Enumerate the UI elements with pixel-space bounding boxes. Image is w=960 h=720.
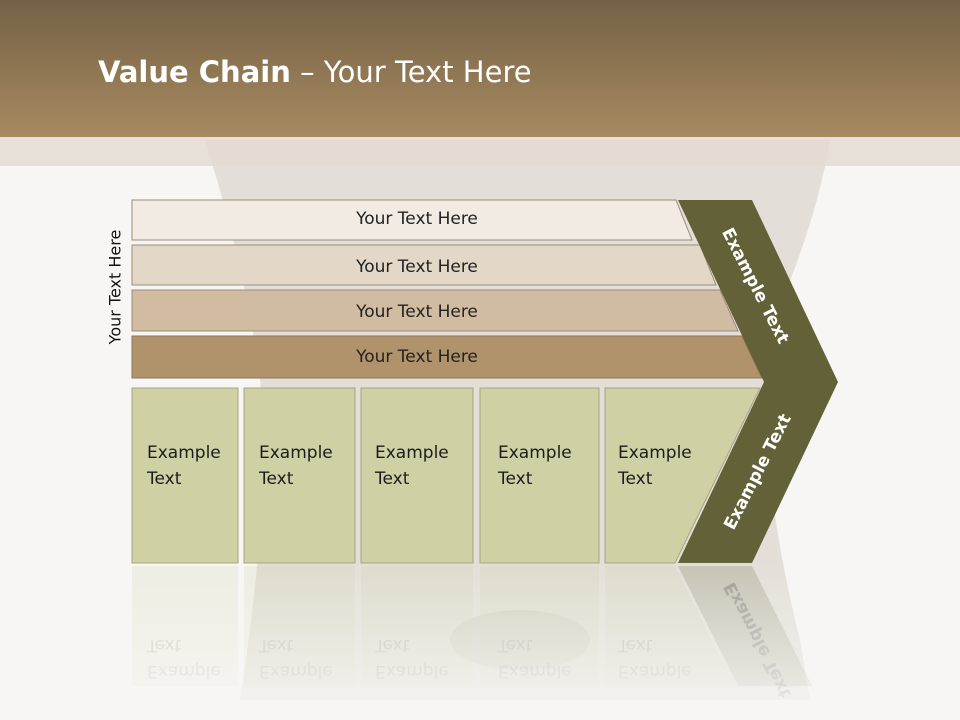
reflection-fade — [0, 560, 960, 720]
box-label-2: Example Text — [259, 443, 333, 489]
chevron — [678, 200, 838, 563]
bar-label-2: Your Text Here — [356, 257, 478, 277]
box-2 — [243, 387, 356, 564]
header-bar — [0, 0, 960, 137]
bar-label-1: Your Text Here — [356, 209, 478, 229]
bar-4 — [131, 335, 763, 379]
box-label-3: Example Text — [375, 443, 449, 489]
bar-3 — [131, 289, 739, 332]
box-label-1: Example Text — [147, 443, 221, 489]
title-rest: – Your Text Here — [290, 55, 532, 89]
bar-1 — [131, 199, 693, 241]
page-title: Value Chain – Your Text Here — [98, 55, 532, 89]
header-band — [0, 137, 960, 166]
bar-label-3: Your Text Here — [356, 302, 478, 322]
box-label-4: Example Text — [498, 443, 572, 489]
bar-2 — [131, 244, 717, 286]
box-4 — [479, 387, 600, 564]
bar-label-4: Your Text Here — [356, 347, 478, 367]
title-bold: Value Chain — [98, 55, 291, 89]
box-label-5: Example Text — [618, 443, 692, 489]
